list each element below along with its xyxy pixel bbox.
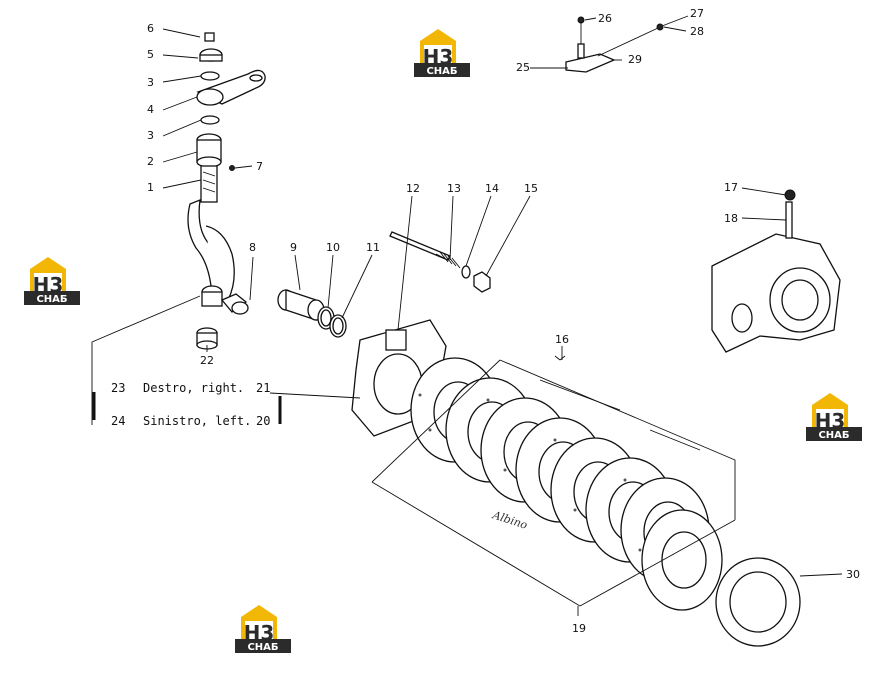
svg-text:СНАБ: СНАБ bbox=[247, 642, 278, 653]
side-legend: 23 Destro, right. 21 24 Sinistro, left. … bbox=[111, 381, 270, 428]
callout-17: 17 bbox=[724, 181, 738, 194]
callout-6: 6 bbox=[147, 22, 154, 35]
side-right-number: 23 bbox=[111, 381, 125, 395]
callout-29: 29 bbox=[628, 53, 642, 66]
side-left-number: 24 bbox=[111, 414, 125, 428]
callout-1: 1 bbox=[147, 181, 154, 194]
callout-11: 11 bbox=[366, 241, 380, 254]
watermark-logo-right: H3 СНАБ bbox=[806, 393, 862, 441]
watermark-logo-bottom: H3 СНАБ bbox=[235, 605, 291, 653]
callout-2: 2 bbox=[147, 155, 154, 168]
callout-labels: 6 5 3 4 3 2 7 1 8 9 10 11 12 13 14 15 16… bbox=[147, 7, 860, 635]
callout-8: 8 bbox=[249, 241, 256, 254]
callout-15: 15 bbox=[524, 182, 538, 195]
side-right-text: Destro, right. bbox=[143, 381, 244, 395]
watermark-logo-left: H3 СНАБ bbox=[24, 257, 80, 305]
callout-3b: 3 bbox=[147, 129, 154, 142]
callout-19: 19 bbox=[572, 622, 586, 635]
callout-5: 5 bbox=[147, 48, 154, 61]
callout-4: 4 bbox=[147, 103, 154, 116]
bracket-drawing bbox=[565, 15, 689, 73]
callout-14: 14 bbox=[485, 182, 499, 195]
svg-text:H3: H3 bbox=[423, 45, 454, 69]
callout-10: 10 bbox=[326, 241, 340, 254]
svg-text:СНАБ: СНАБ bbox=[426, 66, 457, 77]
callout-9: 9 bbox=[290, 241, 297, 254]
piston-assembly-drawing bbox=[277, 231, 491, 338]
callout-13: 13 bbox=[447, 182, 461, 195]
lever-assembly-drawing bbox=[187, 32, 266, 350]
callout-27: 27 bbox=[690, 7, 704, 20]
svg-text:СНАБ: СНАБ bbox=[36, 294, 67, 305]
callout-22: 22 bbox=[200, 354, 214, 367]
svg-text:H3: H3 bbox=[815, 409, 846, 433]
callout-3a: 3 bbox=[147, 76, 154, 89]
callout-30: 30 bbox=[846, 568, 860, 581]
callout-12: 12 bbox=[406, 182, 420, 195]
callout-18: 18 bbox=[724, 212, 738, 225]
side-right-ref: 21 bbox=[256, 381, 270, 395]
callout-25: 25 bbox=[516, 61, 530, 74]
watermark-logo-top: H3 СНАБ bbox=[414, 29, 470, 77]
side-left-ref: 20 bbox=[256, 414, 270, 428]
svg-text:H3: H3 bbox=[33, 273, 64, 297]
side-left-text: Sinistro, left. bbox=[143, 414, 251, 428]
callout-16: 16 bbox=[555, 333, 569, 346]
svg-text:H3: H3 bbox=[244, 621, 275, 645]
callout-28: 28 bbox=[690, 25, 704, 38]
leader-lines bbox=[91, 17, 843, 616]
callout-26: 26 bbox=[598, 12, 612, 25]
svg-text:СНАБ: СНАБ bbox=[818, 430, 849, 441]
housing-drawing bbox=[711, 189, 841, 353]
callout-7: 7 bbox=[256, 160, 263, 173]
signature-text: Albino bbox=[490, 508, 529, 532]
clutch-pack-drawing bbox=[351, 319, 801, 647]
